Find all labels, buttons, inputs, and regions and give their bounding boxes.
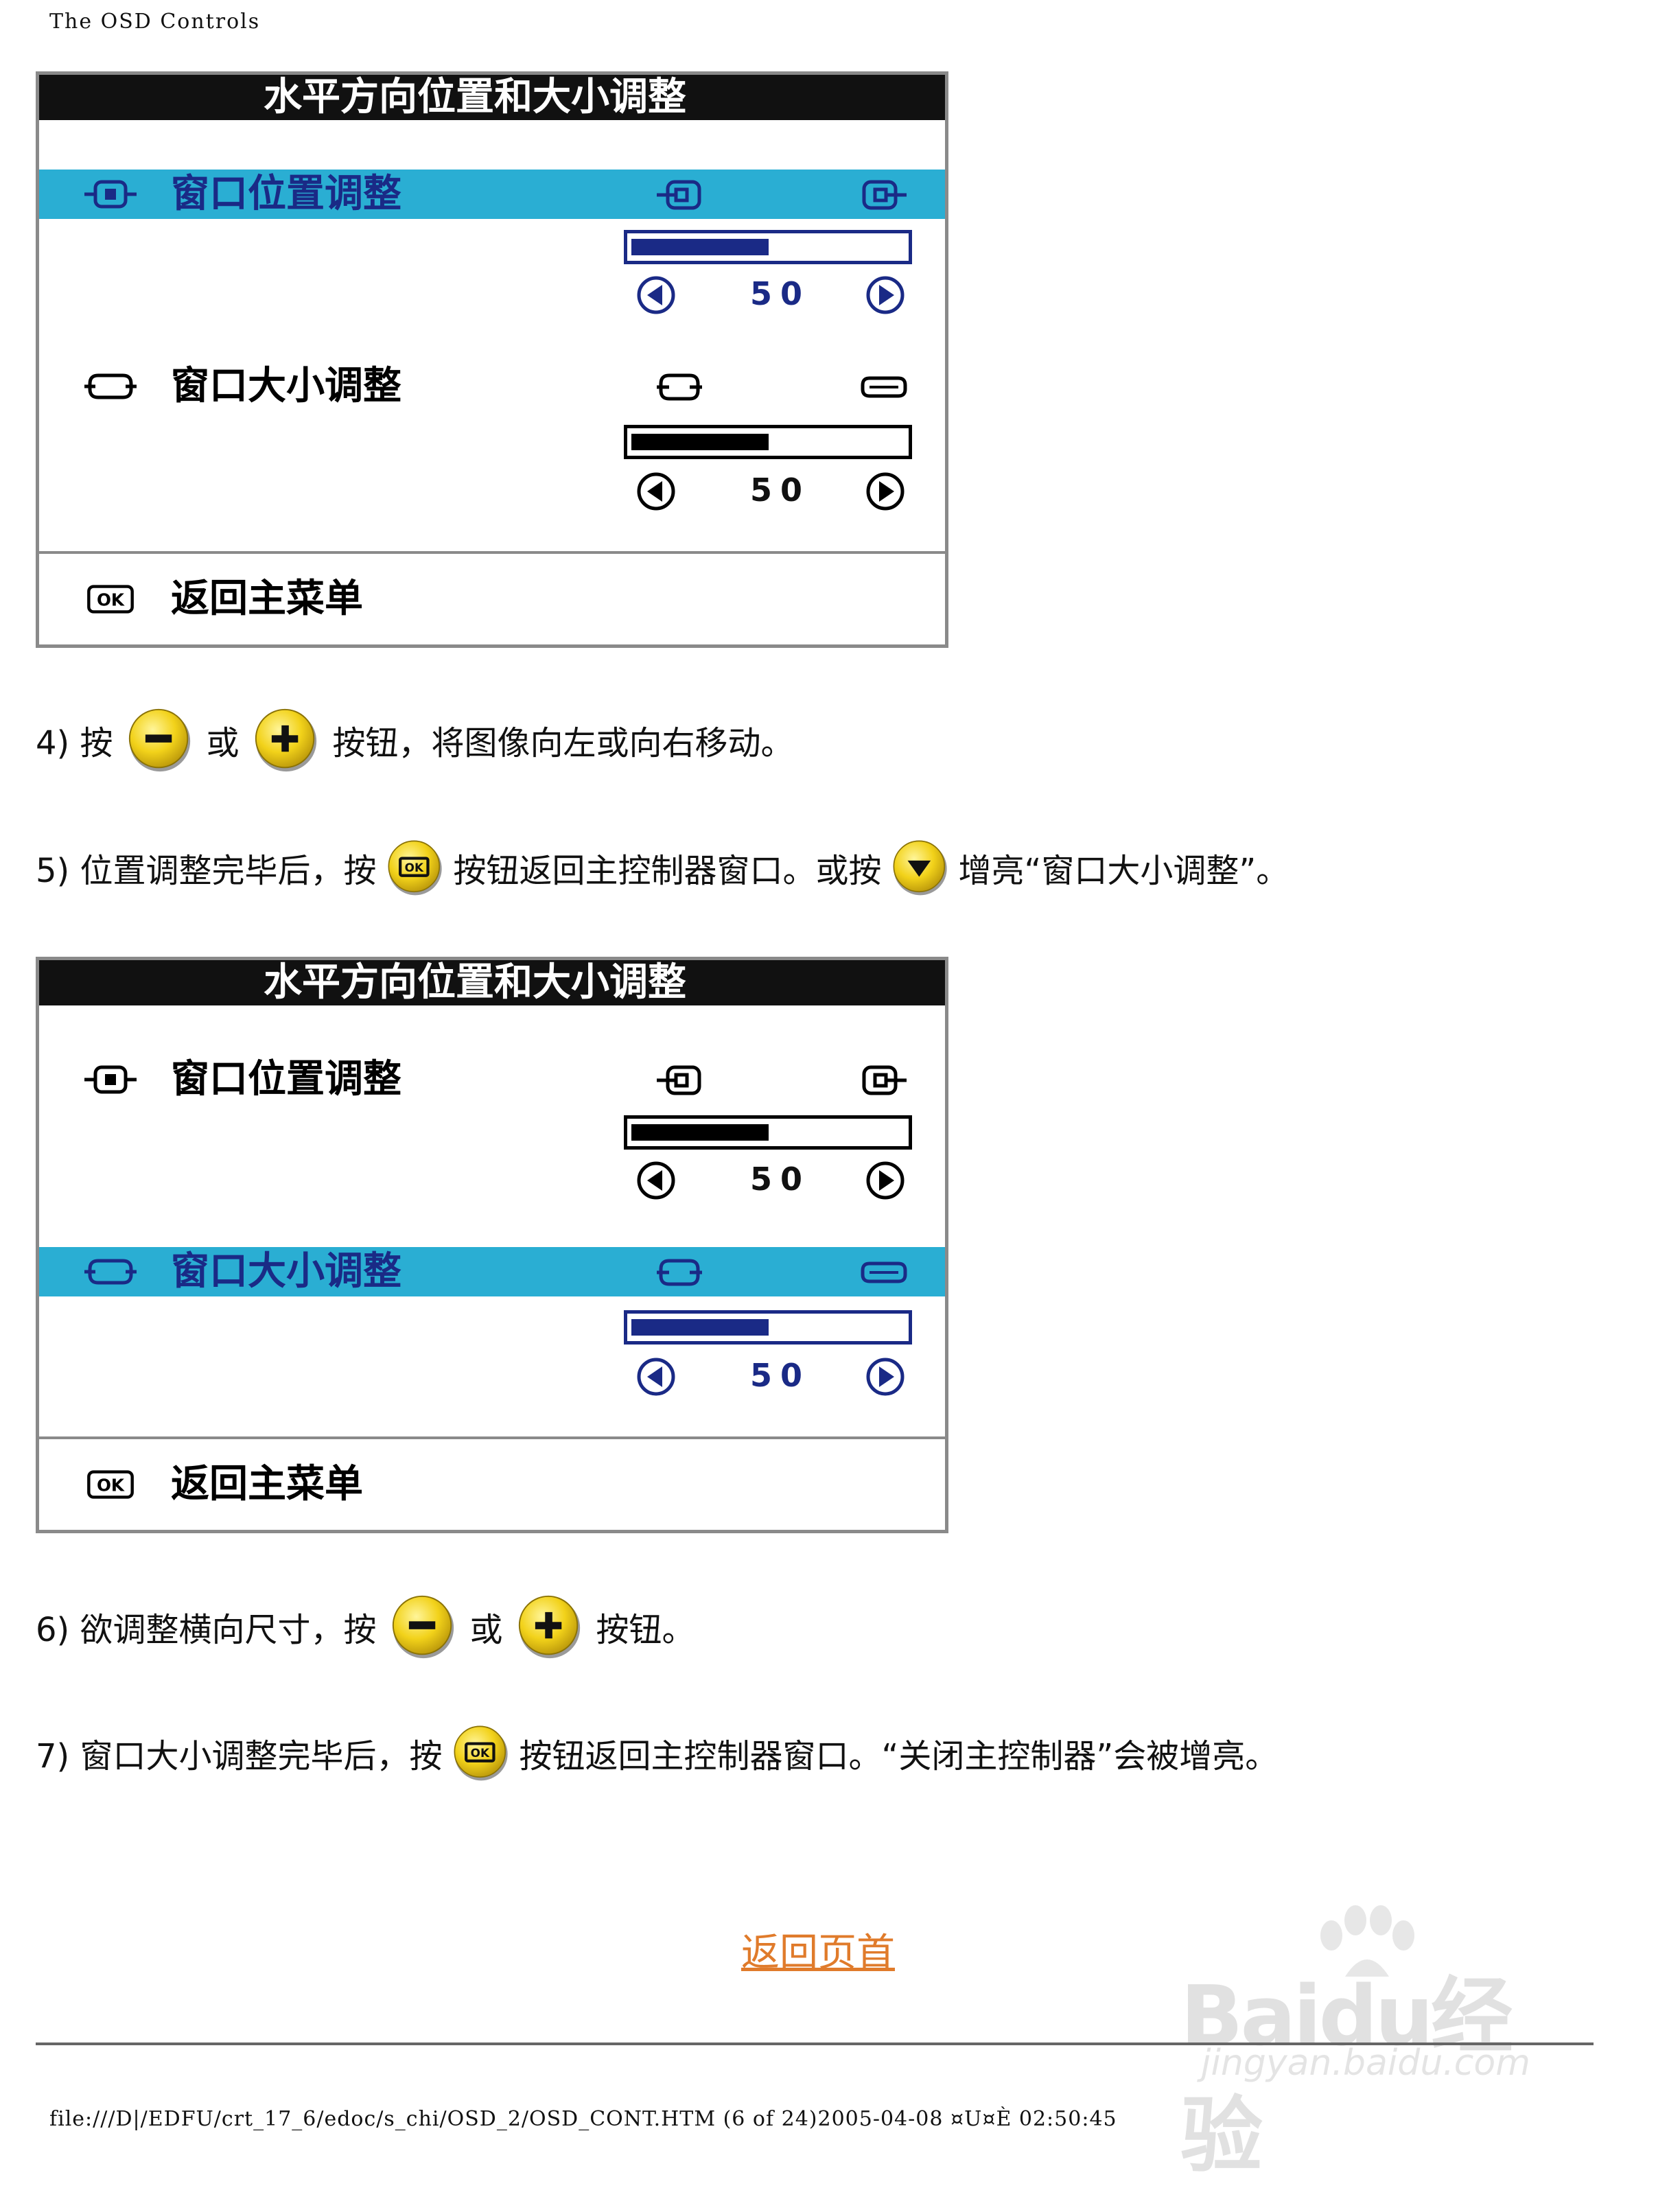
size-large-icon [860, 371, 908, 403]
plus-button-icon [517, 1594, 583, 1660]
osd-panel-title: 水平方向位置和大小调整 [39, 960, 945, 1005]
menu-item-position-label: 窗口位置调整 [171, 172, 401, 216]
down-button-icon [891, 839, 949, 896]
step-4-text-c: 按钮，将图像向左或向右移动。 [332, 724, 794, 763]
step-4-text-b: 或 [206, 724, 240, 763]
osd-panel-title: 水平方向位置和大小调整 [39, 75, 945, 120]
step-5-text-a: 5) 位置调整完毕后，按 [36, 852, 377, 890]
position-slider-fill [631, 1124, 769, 1141]
step-7-text-a: 7) 窗口大小调整完毕后，按 [36, 1737, 443, 1776]
instruction-step-7: 7) 窗口大小调整完毕后，按 按钮返回主控制器窗口。“关闭主控制器”会被增亮。 [36, 1724, 1278, 1782]
size-slider[interactable] [624, 1310, 912, 1345]
step-6-text-b: 或 [469, 1611, 503, 1649]
minus-button-icon [127, 707, 193, 773]
size-slider-fill [631, 1319, 769, 1336]
menu-item-size[interactable]: 窗口大小调整 [39, 1247, 945, 1296]
step-5-text-c: 增亮“窗口大小调整”。 [958, 852, 1290, 890]
arrow-right-icon[interactable] [865, 275, 905, 315]
size-value: 50 [749, 1357, 810, 1394]
position-slider[interactable] [624, 1115, 912, 1150]
plus-button-icon [253, 707, 319, 773]
instruction-step-4: 4) 按 或 按钮，将图像向左或向右移动。 [36, 707, 794, 773]
arrow-left-icon[interactable] [636, 275, 676, 315]
position-slider[interactable] [624, 230, 912, 264]
footer-divider [36, 2042, 1594, 2045]
h-size-icon [83, 371, 138, 401]
h-size-icon [83, 1257, 138, 1287]
page-footer: file:///D|/EDFU/crt_17_6/edoc/s_chi/OSD_… [49, 2107, 1117, 2131]
instruction-step-6: 6) 欲调整横向尺寸，按 或 按钮。 [36, 1594, 695, 1660]
menu-item-back-label: 返回主菜单 [171, 1462, 363, 1506]
back-to-top-link[interactable]: 返回页首 [741, 1931, 895, 1975]
arrow-left-icon[interactable] [636, 472, 676, 511]
arrow-right-icon[interactable] [865, 1357, 905, 1397]
baidu-watermark: Baidu经验 jingyan.baidu.com [1180, 1901, 1565, 2184]
position-left-icon [655, 179, 703, 211]
menu-item-position[interactable]: 窗口位置调整 [39, 170, 945, 219]
step-5-text-b: 按钮返回主控制器窗口。或按 [453, 852, 882, 890]
instruction-step-5: 5) 位置调整完毕后，按 按钮返回主控制器窗口。或按 增亮“窗口大小调整”。 [36, 839, 1289, 896]
h-position-icon [83, 1064, 138, 1095]
position-right-icon [860, 179, 908, 211]
watermark-brand: Baidu经验 [1180, 1969, 1513, 2184]
menu-item-back[interactable]: 返回主菜单 [39, 572, 945, 627]
menu-item-back[interactable]: 返回主菜单 [39, 1457, 945, 1512]
position-value: 50 [749, 275, 810, 312]
size-slider[interactable] [624, 425, 912, 459]
menu-item-size-label: 窗口大小调整 [171, 1249, 401, 1294]
page-header: The OSD Controls [49, 10, 261, 34]
size-large-icon [860, 1257, 908, 1288]
menu-item-position[interactable]: 窗口位置调整 [39, 1055, 945, 1104]
h-position-icon [83, 179, 138, 209]
position-right-icon [860, 1064, 908, 1096]
menu-item-size[interactable]: 窗口大小调整 [39, 362, 945, 411]
menu-item-back-label: 返回主菜单 [171, 577, 363, 621]
paw-icon [1320, 1905, 1414, 1977]
arrow-right-icon[interactable] [865, 472, 905, 511]
position-value: 50 [749, 1161, 810, 1198]
osd-panel-size-highlighted: 水平方向位置和大小调整 窗口位置调整 50 窗口大小调整 50 返回主菜单 [36, 957, 948, 1533]
ok-button-icon [452, 1724, 510, 1782]
arrow-right-icon[interactable] [865, 1161, 905, 1200]
ok-button-icon [386, 839, 444, 896]
menu-item-size-label: 窗口大小调整 [171, 364, 401, 408]
position-left-icon [655, 1064, 703, 1096]
size-small-icon [655, 371, 703, 403]
step-6-text-c: 按钮。 [596, 1611, 695, 1649]
step-4-text-a: 4) 按 [36, 724, 113, 763]
position-slider-fill [631, 239, 769, 255]
watermark-url: jingyan.baidu.com [1201, 2042, 1530, 2084]
size-value: 50 [749, 472, 810, 509]
ok-icon [83, 584, 138, 614]
osd-panel-position-highlighted: 水平方向位置和大小调整 窗口位置调整 50 窗口大小调整 50 返回主菜单 [36, 71, 948, 648]
minus-button-icon [390, 1594, 456, 1660]
size-small-icon [655, 1257, 703, 1288]
osd-divider [39, 1436, 945, 1439]
arrow-left-icon[interactable] [636, 1161, 676, 1200]
size-slider-fill [631, 434, 769, 450]
arrow-left-icon[interactable] [636, 1357, 676, 1397]
menu-item-position-label: 窗口位置调整 [171, 1057, 401, 1102]
step-7-text-b: 按钮返回主控制器窗口。“关闭主控制器”会被增亮。 [519, 1737, 1279, 1776]
step-6-text-a: 6) 欲调整横向尺寸，按 [36, 1611, 377, 1649]
osd-divider [39, 551, 945, 554]
ok-icon [83, 1469, 138, 1500]
